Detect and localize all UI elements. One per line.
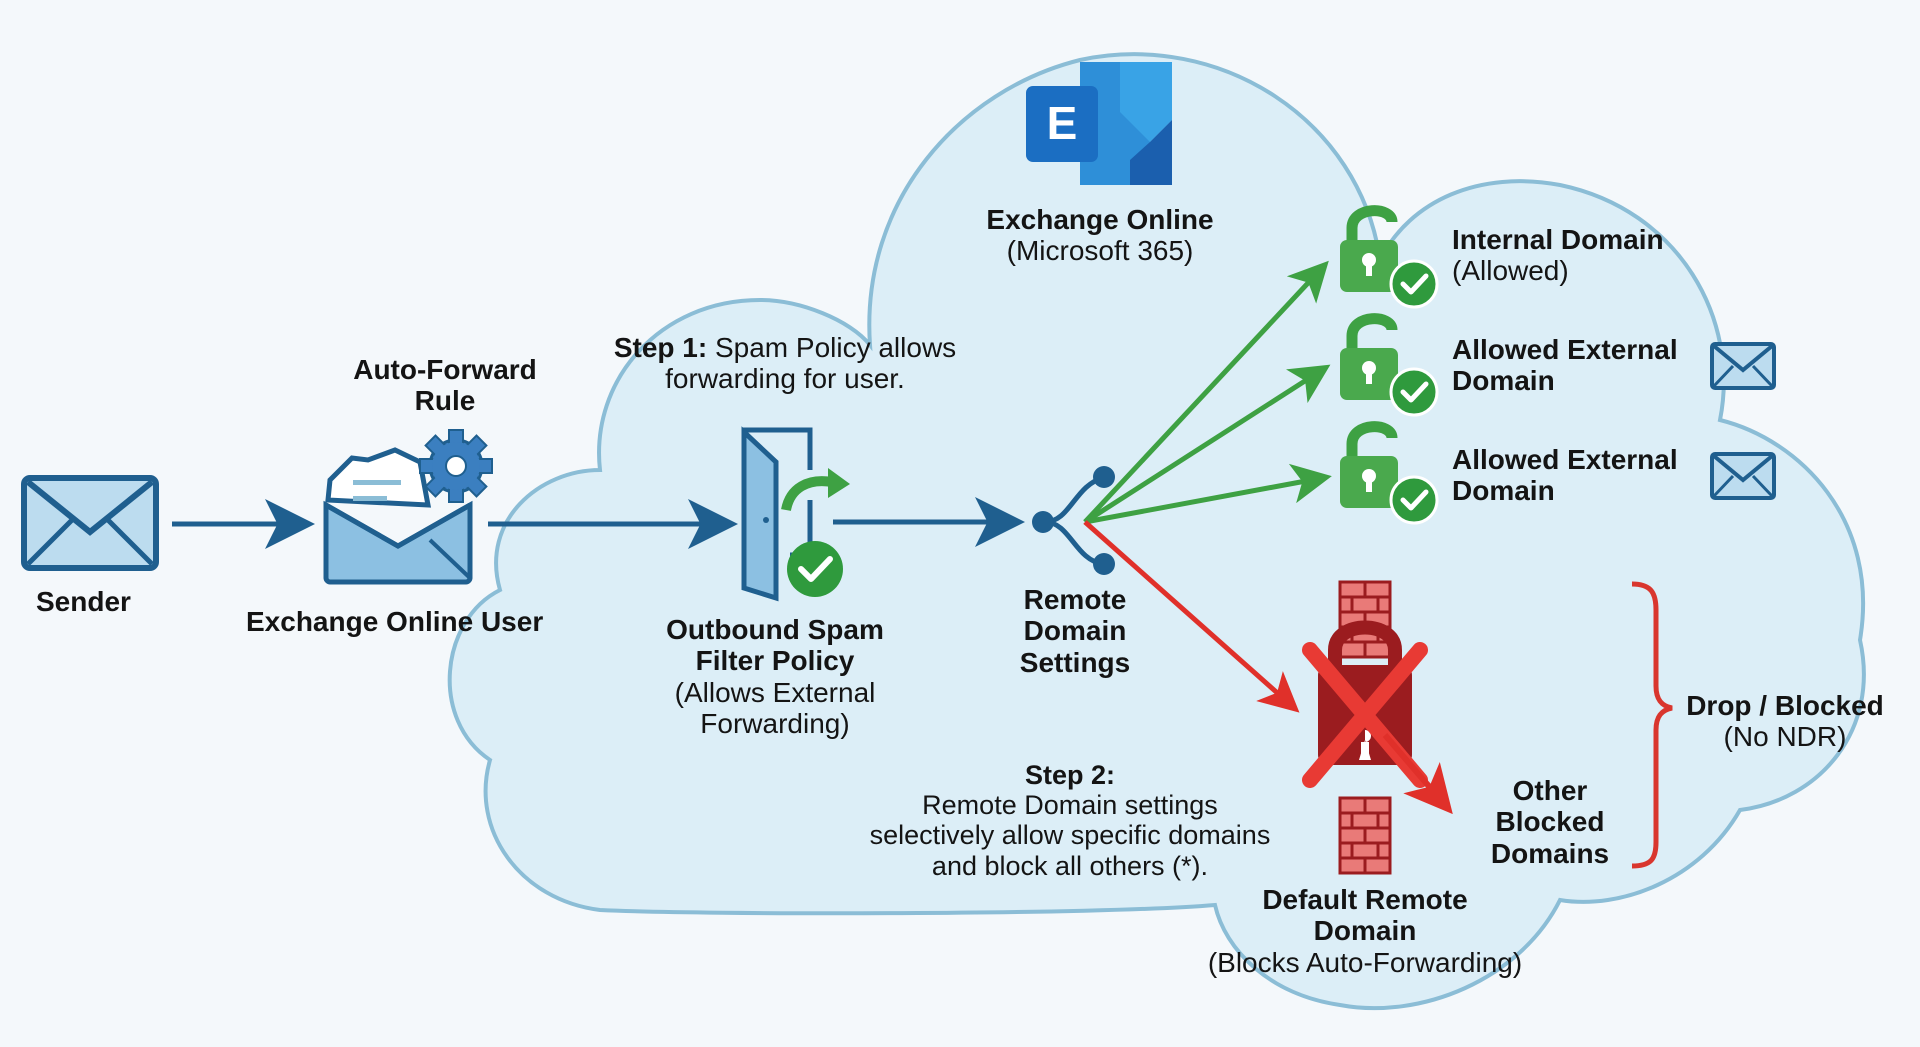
allow-arrow-internal [1083, 260, 1329, 524]
step1-note: Step 1: Spam Policy allows forwarding fo… [590, 332, 980, 395]
spam-policy-label: Outbound Spam Filter Policy (Allows Exte… [640, 614, 910, 739]
other-blocked-domains-label: Other Blocked Domains [1470, 775, 1630, 869]
external-mail-icon-1 [1710, 342, 1776, 390]
unlocked-padlock-icon [1340, 421, 1439, 525]
step1-line1: Spam Policy allows [707, 332, 957, 363]
drop-blocked-label: Drop / Blocked (No NDR) [1665, 690, 1905, 753]
cloud-title-text: Exchange Online [986, 204, 1214, 235]
user-mailbox-icon [323, 447, 473, 585]
destination-external-2: Allowed External Domain [1452, 444, 1678, 507]
gear-icon [419, 429, 493, 503]
spam-policy-title2: Filter Policy [695, 645, 855, 677]
drop-blocked-title: Drop / Blocked [1686, 690, 1884, 721]
block-arrow-default [1083, 520, 1300, 713]
auto-forward-rule-label: Auto-Forward Rule [345, 354, 545, 417]
spam-policy-desc2: Forwarding) [700, 708, 850, 740]
other-blocked-line2: Blocked [1495, 806, 1605, 838]
destination-title: Allowed External [1452, 334, 1678, 365]
remote-domain-line3: Settings [1019, 646, 1131, 678]
firewall-icon [1338, 580, 1392, 875]
sender-label-text: Sender [36, 586, 131, 617]
step2-line2: selectively allow specific domains [869, 820, 1271, 851]
door-exit-icon [741, 426, 850, 602]
destination-subtitle: (Allowed) [1452, 255, 1569, 287]
step2-heading: Step 2: [1024, 760, 1116, 790]
default-domain-desc: (Blocks Auto-Forwarding) [1207, 946, 1523, 978]
other-blocked-line3: Domains [1490, 837, 1610, 869]
user-label: Exchange Online User [246, 606, 543, 637]
blocked-brace [1631, 581, 1673, 869]
step1-heading: Step 1: [613, 332, 708, 363]
allow-arrow-external-1 [1083, 364, 1331, 525]
check-badge-icon [787, 541, 843, 597]
step2-line1: Remote Domain settings [922, 790, 1218, 821]
remote-domain-line2: Domain [1023, 615, 1127, 647]
spam-policy-desc1: (Allows External [674, 676, 876, 708]
destination-title: Allowed External [1452, 444, 1678, 475]
destination-subtitle: Domain [1452, 365, 1555, 397]
exchange-logo-letter: E [1046, 97, 1078, 149]
destination-external-1: Allowed External Domain [1452, 334, 1678, 397]
exchange-logo-icon [1026, 62, 1172, 185]
unlocked-padlock-icon [1340, 313, 1439, 417]
spam-policy-title1: Outbound Spam [666, 614, 884, 645]
auto-forward-line1: Auto-Forward [353, 354, 537, 385]
cloud-shape [447, 52, 1866, 1011]
drop-blocked-sub: (No NDR) [1723, 721, 1847, 753]
destination-internal: Internal Domain (Allowed) [1452, 224, 1664, 287]
cloud-subtitle-text: (Microsoft 365) [1006, 235, 1194, 267]
auto-forward-line2: Rule [414, 385, 476, 417]
unlocked-padlock-icon [1340, 205, 1439, 309]
other-blocked-line1: Other [1512, 775, 1588, 806]
step2-note: Step 2: Remote Domain settings selective… [820, 760, 1320, 881]
cloud-title: Exchange Online (Microsoft 365) [960, 204, 1240, 267]
block-arrow-other [1382, 733, 1453, 815]
remote-domain-line1: Remote [1023, 584, 1127, 615]
external-mail-icon-2 [1710, 452, 1776, 500]
user-label-text: Exchange Online User [246, 606, 544, 637]
default-domain-title1: Default Remote [1262, 884, 1468, 915]
allow-arrow-external-2 [1084, 463, 1332, 525]
default-remote-domain-label: Default Remote Domain (Blocks Auto-Forwa… [1180, 884, 1550, 978]
destination-title: Internal Domain [1452, 224, 1664, 255]
remote-domain-label: Remote Domain Settings [1000, 584, 1150, 678]
default-domain-title2: Domain [1313, 915, 1417, 947]
step1-line2: forwarding for user. [665, 363, 905, 395]
step2-line3: and block all others (*). [931, 850, 1209, 881]
sender-envelope-icon [21, 475, 159, 571]
branch-split-icon [1032, 466, 1115, 575]
sender-label: Sender [36, 586, 131, 617]
destination-subtitle: Domain [1452, 475, 1555, 507]
